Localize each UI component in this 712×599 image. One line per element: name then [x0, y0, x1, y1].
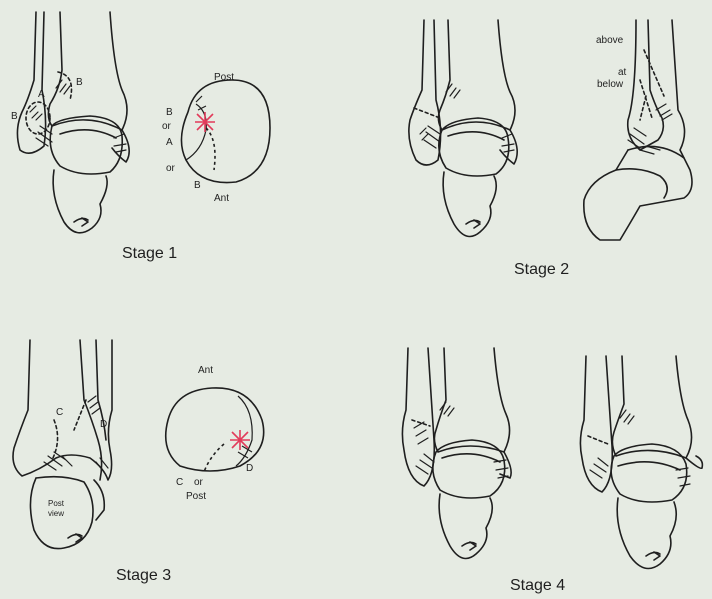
stage-3-label-c-bottom: C	[176, 478, 183, 488]
stage-3-label-post-view-2: view	[48, 510, 64, 518]
stage-1-label-b-bottom: B	[194, 181, 201, 191]
stage-4-ankle-posterior	[580, 356, 702, 569]
stage-1-label-b-prime: B	[166, 108, 173, 118]
stage-2-caption: Stage 2	[514, 262, 569, 278]
stage-2-ankle-front	[409, 20, 517, 237]
stage-3-talus-top-view	[166, 388, 264, 472]
stage-3-label-c: C	[56, 408, 63, 418]
stage-3-label-d-bottom: D	[246, 464, 253, 474]
stage-1-label-or-1: or	[162, 122, 171, 132]
stage-3-label-post: Post	[186, 492, 206, 502]
stage-2-label-below: below	[597, 80, 623, 90]
stage-2-label-at: at	[618, 68, 626, 78]
stage-3-label-post-view-1: Post	[48, 500, 64, 508]
stage-3-label-d: D	[100, 420, 107, 430]
stage-1-ankle-front	[17, 12, 129, 233]
stage-4-ankle-front	[402, 348, 511, 559]
stage-3-label-or: or	[194, 478, 203, 488]
stage-3-caption: Stage 3	[116, 568, 171, 584]
stage-1-label-post: Post	[214, 73, 234, 83]
stage-1-talus-top-view	[181, 80, 270, 183]
stage-1-label-or-2: or	[166, 164, 175, 174]
stage-1-label-a: A	[38, 90, 45, 100]
stage-1-label-b-outer: B	[11, 112, 18, 122]
stage-1-caption: Stage 1	[122, 246, 177, 262]
stage-2-ankle-lateral	[584, 20, 692, 240]
stage-1-label-b-small: B	[76, 78, 83, 88]
stage-3-label-ant: Ant	[198, 366, 213, 376]
stage-4-caption: Stage 4	[510, 578, 565, 594]
stage-1-label-ant: Ant	[214, 194, 229, 204]
stage-2-label-above: above	[596, 36, 623, 46]
stage-1-label-a-top: A	[166, 138, 173, 148]
